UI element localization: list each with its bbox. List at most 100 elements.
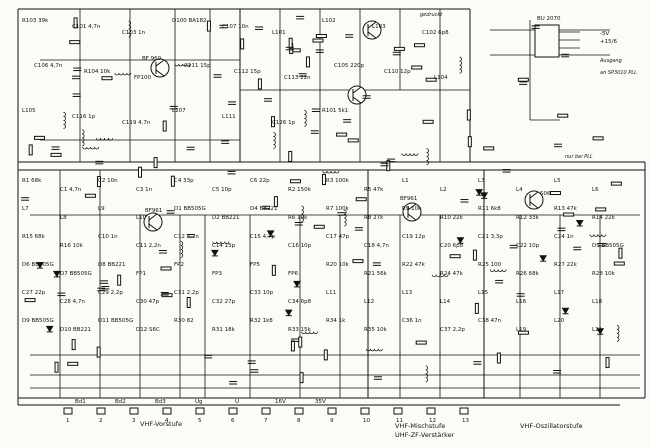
connector-pin — [195, 407, 205, 415]
resistor — [54, 361, 59, 373]
component-label: C37 2,2p — [440, 327, 465, 333]
component-label: C113 22n — [284, 75, 311, 81]
resistor — [449, 254, 461, 259]
resistor — [71, 339, 76, 351]
component-label: C33 10p — [250, 290, 274, 296]
component-label: C1 4,7n — [60, 187, 82, 193]
component-label: C5 10p — [212, 187, 232, 193]
connector-pin-number: 5 — [198, 418, 202, 424]
connector-signal-label: Bd3 — [155, 399, 166, 405]
resistor — [73, 17, 78, 29]
diode — [575, 219, 584, 227]
capacitor — [221, 140, 230, 144]
capacitor — [345, 34, 354, 38]
diode — [45, 325, 54, 333]
connector-pin-number: 1 — [66, 418, 70, 424]
capacitor — [294, 222, 303, 226]
connector-signal-label: 16V — [275, 399, 286, 405]
capacitor — [21, 197, 30, 201]
component-label: FP100 — [134, 75, 151, 81]
coil — [96, 138, 113, 141]
resistor — [557, 113, 569, 118]
component-label: FP3 — [212, 271, 222, 277]
resistor — [355, 197, 367, 202]
capacitor — [250, 369, 259, 373]
resistor — [466, 109, 471, 121]
section-title-oszillator: VHF-Oszillatorstufe — [520, 422, 582, 430]
resistor — [321, 174, 326, 186]
transistor-t2 — [362, 20, 382, 40]
component-label: D10 BB221 — [60, 327, 91, 333]
resistor — [474, 302, 479, 314]
component-label: C38 47n — [478, 318, 502, 324]
component-label: R30 82 — [174, 318, 194, 324]
coil — [301, 331, 319, 335]
ic-pll — [534, 24, 580, 58]
component-label: C10 1n — [98, 234, 118, 240]
diode — [284, 309, 293, 317]
resistor — [101, 76, 113, 81]
component-label: C18 4,7n — [364, 243, 389, 249]
coil — [273, 132, 276, 149]
resistor — [592, 136, 604, 141]
capacitor — [311, 108, 320, 112]
component-label: R101 5k1 — [322, 108, 348, 114]
component-label: C105 220p — [334, 63, 365, 69]
component-label: D6 BB505G — [22, 262, 54, 268]
capacitor — [387, 158, 396, 163]
resistor — [206, 20, 211, 32]
resistor — [413, 43, 425, 48]
capacitor — [372, 262, 381, 266]
connector-pin-number: 4 — [165, 418, 169, 424]
component-label: C16 10p — [288, 243, 312, 249]
notes-group: gedruckt nur bei PLL Ausgang an SP3010 P… — [420, 12, 637, 160]
resistor — [162, 120, 167, 132]
diode — [561, 307, 570, 315]
connector-signal-label: Ug — [195, 399, 203, 405]
resistor — [271, 264, 276, 276]
resistor — [563, 212, 575, 217]
capacitor — [509, 244, 518, 249]
transistor-label-group: BF 960 BF961 BF961 S06 — [142, 56, 551, 214]
connector-pin — [96, 407, 106, 415]
component-label: L19 — [516, 327, 527, 333]
capacitor — [380, 162, 389, 167]
coil — [401, 153, 419, 156]
capacitor — [460, 199, 469, 203]
component-label: D7 BB505G — [60, 271, 92, 277]
capacitor — [100, 280, 109, 284]
component-label: R31 18k — [212, 327, 236, 333]
capacitor — [219, 24, 228, 29]
resistor — [69, 40, 81, 45]
resistor — [28, 144, 33, 156]
diode — [596, 328, 605, 335]
component-label: C32 27p — [212, 299, 236, 305]
diode — [52, 270, 61, 278]
capacitor-group — [21, 15, 606, 385]
connector-pin — [426, 407, 436, 415]
component-label: D12 S6C — [136, 327, 160, 333]
coil — [301, 205, 304, 223]
component-label: D4 BB221 — [250, 206, 278, 212]
resistor — [240, 38, 245, 50]
component-label: R1 68k — [22, 178, 42, 184]
coil — [489, 269, 507, 272]
resistor — [336, 132, 348, 137]
capacitor — [502, 169, 511, 173]
coil — [174, 63, 192, 67]
capacitor — [285, 46, 294, 51]
capacitor — [72, 75, 81, 80]
capacitor — [229, 381, 238, 385]
component-label: L10 — [136, 215, 147, 221]
resistor — [517, 77, 529, 82]
capacitor — [310, 130, 319, 134]
connector-pin-number: 8 — [297, 418, 301, 424]
resistor — [313, 224, 325, 229]
coil — [322, 170, 340, 174]
resistor — [67, 361, 79, 366]
transistor-t1 — [150, 58, 170, 78]
capacitor — [362, 95, 371, 99]
capacitor — [158, 249, 167, 254]
connector-signal-label: U — [235, 399, 239, 405]
capacitor — [597, 242, 606, 247]
